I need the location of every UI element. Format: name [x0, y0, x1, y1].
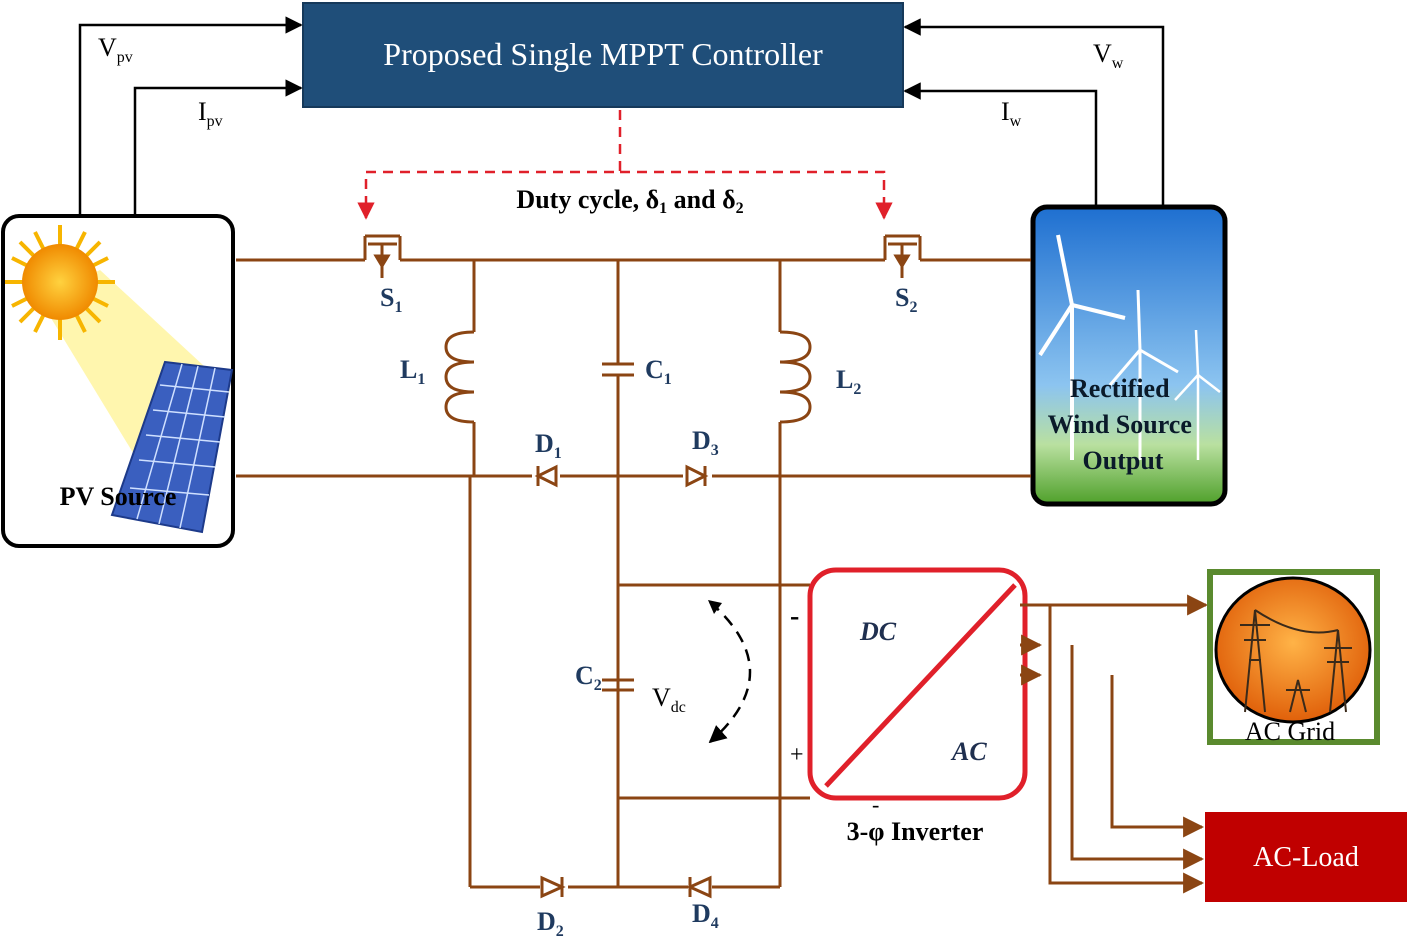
ac-load-label: AC-Load	[1253, 842, 1359, 873]
inverter-plus-label: +	[790, 742, 804, 768]
capacitor-c1	[602, 362, 634, 377]
ac-output-lines	[1020, 594, 1209, 894]
transmission-tower-icon	[1240, 609, 1352, 713]
s2-label: S2	[895, 283, 917, 316]
diode-d3	[685, 464, 709, 488]
ipv-label: Ipv	[198, 97, 223, 130]
inverter-bottom-mark: -	[872, 792, 879, 817]
pv-source-label: PV Source	[60, 482, 177, 511]
inductor-l1	[444, 330, 475, 424]
s1-label: S1	[380, 283, 402, 316]
iw-label: Iw	[1001, 97, 1022, 130]
mppt-controller: Proposed Single MPPT Controller	[302, 2, 904, 108]
controller-title: Proposed Single MPPT Controller	[383, 36, 823, 72]
inverter-ac-label: AC	[950, 737, 987, 766]
d2-label: D2	[537, 907, 564, 939]
vpv-label: Vpv	[98, 33, 133, 66]
vw-label: Vw	[1093, 39, 1124, 72]
pv-source: PV Source	[1, 214, 235, 548]
d4-label: D4	[692, 899, 719, 932]
feedback-lines	[78, 16, 1165, 215]
switch-s1	[363, 234, 402, 278]
c1-label: C1	[645, 355, 672, 388]
solar-panel-icon	[110, 360, 234, 534]
inverter-minus-label: -	[790, 601, 799, 632]
l1-label: L1	[400, 355, 425, 388]
d1-label: D1	[535, 429, 562, 462]
duty-cycle-lines	[357, 110, 893, 220]
ac-grid-label: AC Grid	[1245, 717, 1335, 746]
ac-grid: AC Grid	[1207, 569, 1380, 746]
diode-d4	[686, 875, 712, 899]
duty-cycle-label: Duty cycle, δ1 and δ2	[516, 185, 743, 217]
three-phase-inverter: DC AC	[807, 567, 1028, 801]
wind-source-label: Rectified Wind Source Output	[1048, 374, 1199, 475]
wind-turbine-icon	[1038, 234, 1221, 460]
diode-d2	[540, 875, 566, 899]
power-circuit	[236, 258, 1031, 889]
inverter-dc-label: DC	[859, 617, 897, 646]
vdc-label: Vdc	[652, 683, 686, 716]
switch-s2	[883, 234, 922, 278]
c2-label: C2	[575, 661, 602, 694]
inverter-title: 3-φ Inverter	[847, 817, 984, 846]
ac-load: AC-Load	[1205, 812, 1407, 902]
diode-d1	[534, 464, 558, 488]
vdc-arrow	[708, 601, 752, 744]
sun-icon	[5, 225, 115, 340]
wind-source: Rectified Wind Source Output	[1030, 204, 1228, 507]
l2-label: L2	[836, 365, 861, 398]
d3-label: D3	[692, 426, 719, 459]
inductor-l2	[779, 330, 812, 424]
